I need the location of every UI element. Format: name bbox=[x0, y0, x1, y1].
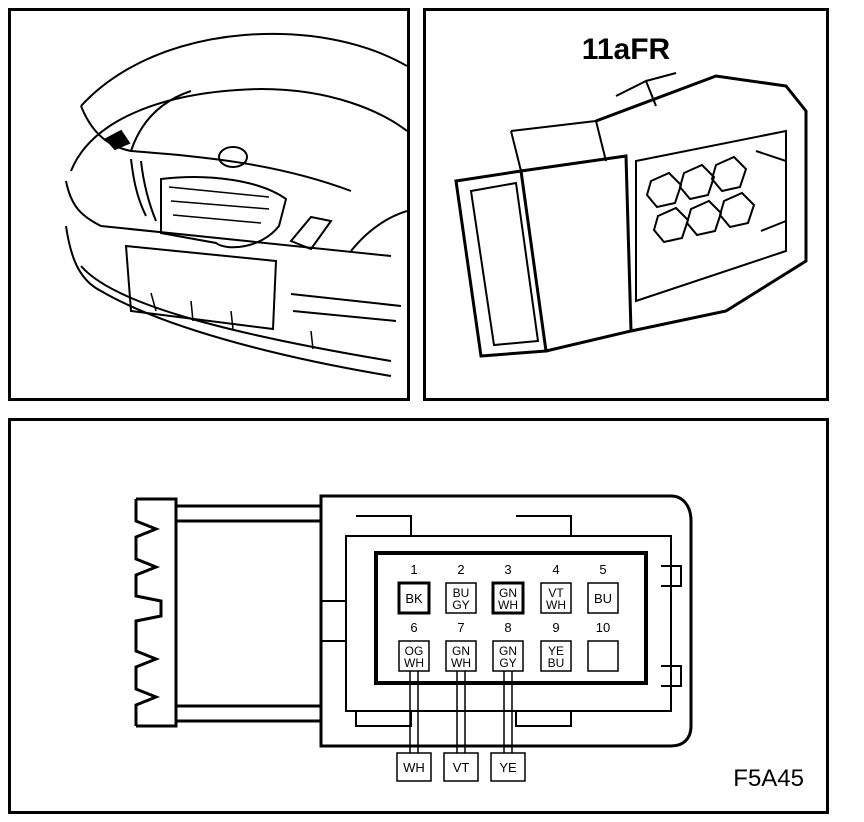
vehicle-location-panel bbox=[8, 8, 410, 401]
wire-color-secondary: WH bbox=[498, 598, 518, 612]
pin-number: 5 bbox=[599, 562, 606, 577]
pin-10: 10 bbox=[587, 620, 619, 672]
pin-cavity bbox=[398, 640, 430, 672]
pin-number: 3 bbox=[504, 562, 511, 577]
pin-cavity bbox=[492, 640, 524, 672]
pinout-diagram: 1BK2BUGY3GNWH4VTWH5BU6OGWH7GNWH8GNGY9YEB… bbox=[134, 494, 693, 782]
figure-id: F5A45 bbox=[733, 765, 804, 792]
latch-arm bbox=[136, 497, 178, 728]
pin-number: 1 bbox=[410, 562, 417, 577]
pin-cavity bbox=[540, 640, 572, 672]
pin-number: 6 bbox=[410, 620, 417, 635]
pin-1: 1BK bbox=[397, 562, 431, 615]
pin-cavity bbox=[445, 582, 477, 614]
pin-number: 7 bbox=[457, 620, 464, 635]
lead-wire-color: YE bbox=[499, 760, 517, 775]
wire-color-secondary: GY bbox=[452, 598, 469, 612]
pin-number: 2 bbox=[457, 562, 464, 577]
pin-number: 4 bbox=[552, 562, 559, 577]
wire-color-secondary: BU bbox=[548, 656, 565, 670]
lead-label-box bbox=[396, 752, 432, 782]
wire-color-primary: BU bbox=[453, 586, 470, 600]
wire-color-secondary: WH bbox=[546, 598, 566, 612]
wire-color-secondary: GY bbox=[499, 656, 516, 670]
lead-wire-color: WH bbox=[403, 760, 425, 775]
pin-number: 10 bbox=[596, 620, 610, 635]
connector-housing bbox=[319, 494, 693, 748]
wire-color-primary: GN bbox=[452, 644, 470, 658]
lead-pin-8: YE bbox=[490, 671, 526, 782]
pin-number: 9 bbox=[552, 620, 559, 635]
pin-cavity bbox=[491, 581, 525, 615]
wire-color-secondary: WH bbox=[404, 656, 424, 670]
wire-color-primary: BK bbox=[405, 591, 423, 606]
pin-field-frame bbox=[374, 551, 648, 685]
connector-id: 11aFR bbox=[581, 33, 671, 66]
lead-label-box bbox=[443, 752, 479, 782]
wire-color-secondary: WH bbox=[451, 656, 471, 670]
wire-color-primary: YE bbox=[548, 644, 564, 658]
pin-number: 8 bbox=[504, 620, 511, 635]
wire-color-primary: VT bbox=[548, 586, 564, 600]
wire-color-primary: GN bbox=[499, 644, 517, 658]
lead-pin-6: WH bbox=[396, 671, 432, 782]
lead-pin-7: VT bbox=[443, 671, 479, 782]
connector-3d-drawing bbox=[454, 72, 808, 358]
car-front-drawing bbox=[65, 32, 407, 377]
lead-wire-color: VT bbox=[453, 760, 470, 775]
connector-view-panel: 11aFR bbox=[423, 8, 829, 401]
pin-cavity bbox=[587, 640, 619, 672]
lead-label-box bbox=[490, 752, 526, 782]
pin-5: 5BU bbox=[587, 562, 619, 614]
pin-cavity bbox=[397, 581, 431, 615]
pin-cavity bbox=[540, 582, 572, 614]
wire-color-primary: BU bbox=[594, 591, 612, 606]
pin-cavity bbox=[445, 640, 477, 672]
pin-cavity bbox=[587, 582, 619, 614]
wire-color-primary: OG bbox=[405, 644, 424, 658]
wire-color-primary: GN bbox=[499, 586, 517, 600]
